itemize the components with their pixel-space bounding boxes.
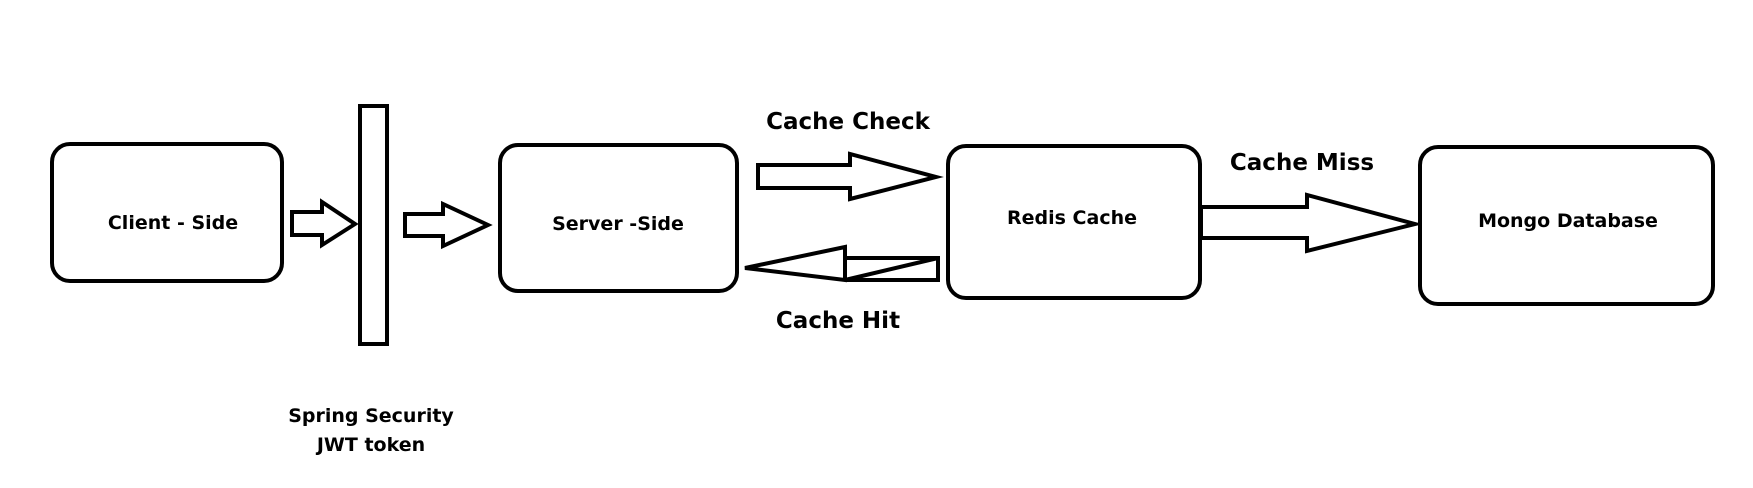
redis-cache-label: Redis Cache: [1007, 207, 1137, 229]
spring-security-caption: Spring Security: [288, 405, 454, 427]
cache-check-arrow: [756, 151, 944, 202]
cache-miss-label: Cache Miss: [1230, 150, 1374, 176]
server-side-label: Server -Side: [552, 213, 684, 235]
jwt-token-caption: JWT token: [315, 434, 425, 456]
mongo-database-label: Mongo Database: [1478, 210, 1658, 232]
server-side-box: [498, 143, 739, 293]
client-to-security-arrow: [290, 198, 359, 249]
client-side-box: [50, 142, 284, 283]
cache-miss-arrow: [1199, 192, 1423, 254]
cache-check-label: Cache Check: [766, 109, 931, 135]
client-side-label: Client - Side: [108, 212, 238, 234]
spring-security-bar: [358, 104, 389, 346]
cache-hit-label: Cache Hit: [776, 308, 900, 334]
cache-hit-arrow: [744, 244, 940, 283]
mongo-database-box: [1418, 145, 1715, 306]
security-to-server-arrow: [403, 200, 493, 250]
